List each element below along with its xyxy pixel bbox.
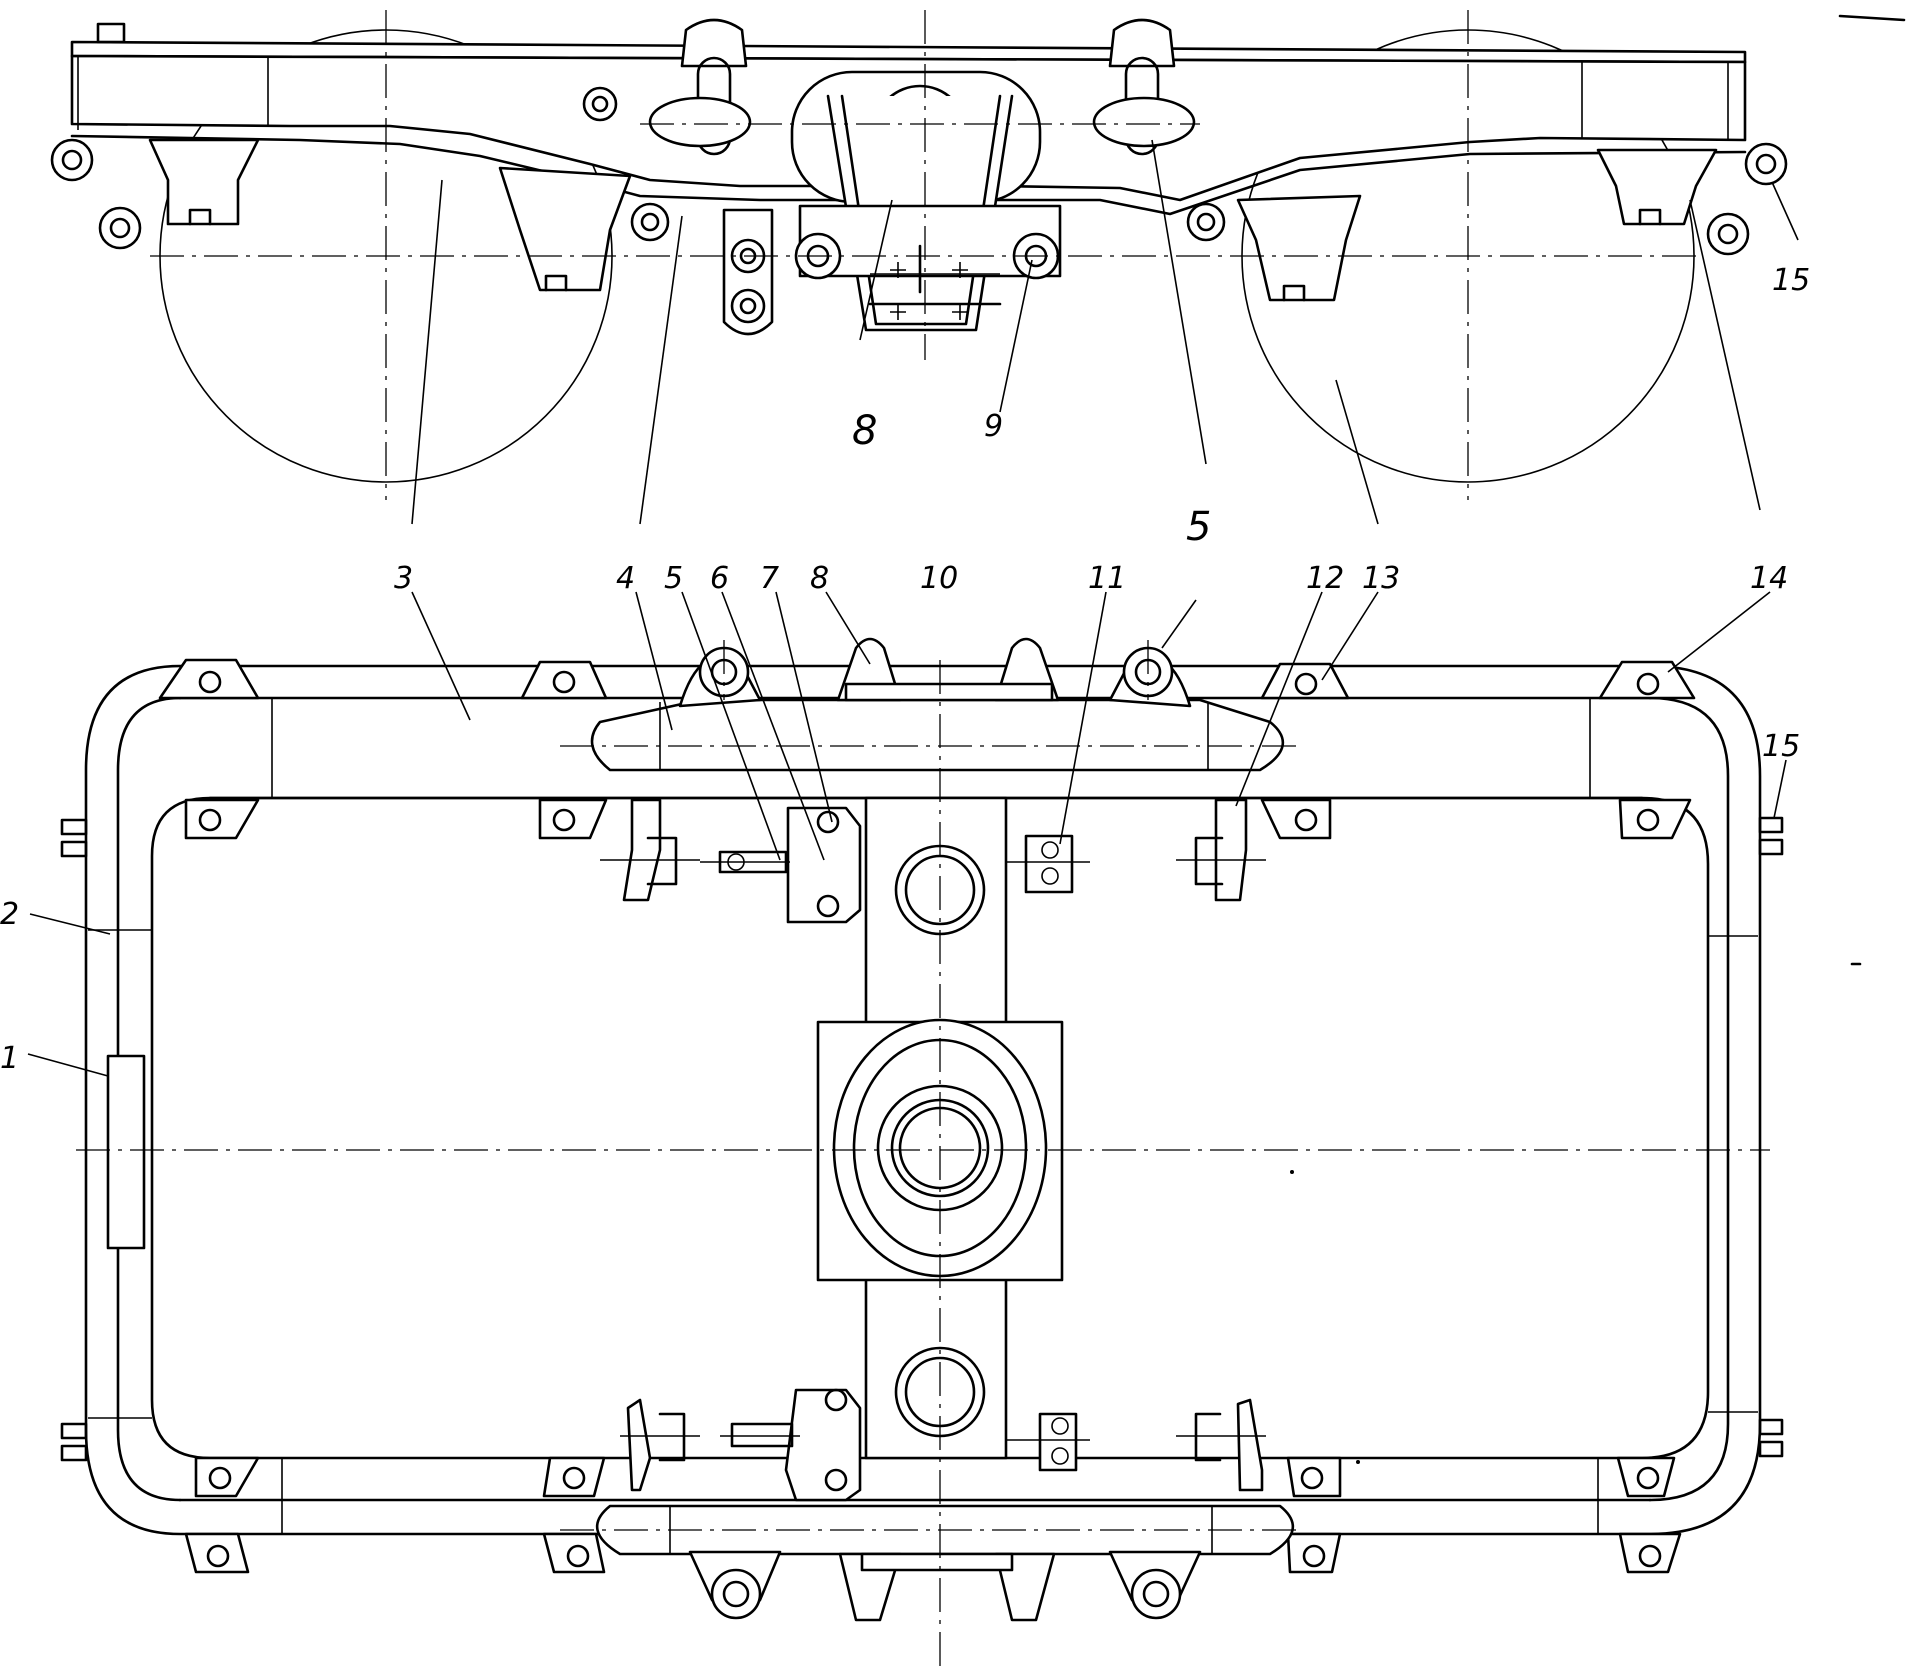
leader-13 [1321,591,1379,681]
pin-right-lower [1706,212,1750,256]
leader-7 [775,591,833,823]
traction-plate-top [844,682,1054,702]
callout-4: 4 [616,561,635,596]
pivot-bracket-left [680,18,748,68]
brake-brackets-bottom [620,1388,1266,1502]
pivot-bracket-right [1108,18,1176,68]
callout-12: 12 [1306,561,1344,596]
traction-plate-bottom [860,1552,1014,1572]
speck-2 [1356,1460,1360,1464]
pin-right-end [1744,142,1788,186]
leader-5b [1161,599,1197,649]
callout-14: 14 [1750,561,1788,596]
callout-5-top: 5 [1186,504,1211,550]
pin-left-lower [98,206,142,250]
pivot-boss-right [1092,96,1196,148]
leader-12 [1235,591,1323,807]
pin-joints-elevation [50,86,1788,256]
pin-left-mid [630,202,670,242]
nameplate [106,1054,146,1250]
leader-3 [411,591,471,721]
end-beam-right [1648,696,1730,1502]
callout-2: 2 [0,897,19,932]
speck-1 [1290,1170,1294,1174]
pivot-boss-left [648,96,752,148]
bolster-side-pad-top [590,698,1285,772]
brake-brackets-top [600,798,1266,924]
leader-15 [1773,759,1787,819]
spring-hanger-l2 [498,166,632,292]
leader-4-up [639,215,683,525]
hanger-slot-r2 [1638,208,1662,226]
leader-2 [29,913,111,935]
pin-left-top [582,86,618,122]
spring-hanger-r1 [1236,194,1362,302]
callout-8: 8 [810,561,829,596]
sheet-edge-mark [1838,14,1906,22]
leader-6 [721,591,825,861]
callout-13: 13 [1362,561,1400,596]
spring-hanger-l1 [148,138,260,226]
callout-9-top: 9 [984,409,1003,444]
leader-14 [1667,591,1771,673]
callout-3: 3 [394,561,413,596]
hanger-slot-l2 [544,274,568,292]
leader-15-top [1771,181,1799,241]
hanger-slot-l1 [188,208,212,226]
callout-5: 5 [664,561,683,596]
leader-8-top [859,199,893,341]
end-lugs [60,816,1784,1462]
callout-7: 7 [760,561,779,596]
pin-left-end [50,138,94,182]
leader-13-up [1335,379,1379,525]
frame-lower-flange [70,134,1747,216]
plan-view: 1 2 3 4 5 6 7 8 10 11 12 13 14 15 [0,561,1862,1670]
callout-10: 10 [920,561,958,596]
callout-15-top: 15 [1772,263,1810,298]
spring-hanger-r2 [1596,148,1718,226]
pivot-pin-bottom-right [1130,1568,1182,1620]
leader-5 [681,591,781,861]
leader-1 [27,1053,109,1077]
leader-3-up [411,179,443,525]
leader-4 [635,591,673,731]
callout-15: 15 [1762,729,1800,764]
leader-14-up [1689,199,1761,511]
leader-11 [1059,591,1107,845]
leader-9-top [999,259,1033,413]
callout-6: 6 [710,561,729,596]
end-beam-left [116,696,182,1502]
hanger-slot-r1 [1282,284,1306,302]
leader-8 [825,591,871,665]
callout-11: 11 [1088,561,1126,596]
callout-1: 1 [0,1041,19,1076]
callout-8-top: 8 [852,408,877,454]
frame-top-tab [96,22,126,44]
pivot-pin-bottom-left [710,1568,762,1620]
bolster-pivots-elevation [648,18,1196,156]
leader-5-up [1151,139,1207,465]
pin-right-mid [1186,202,1226,242]
traction-bolt-marks [890,262,968,320]
side-elevation-view: 8 9 15 5 [50,10,1906,550]
